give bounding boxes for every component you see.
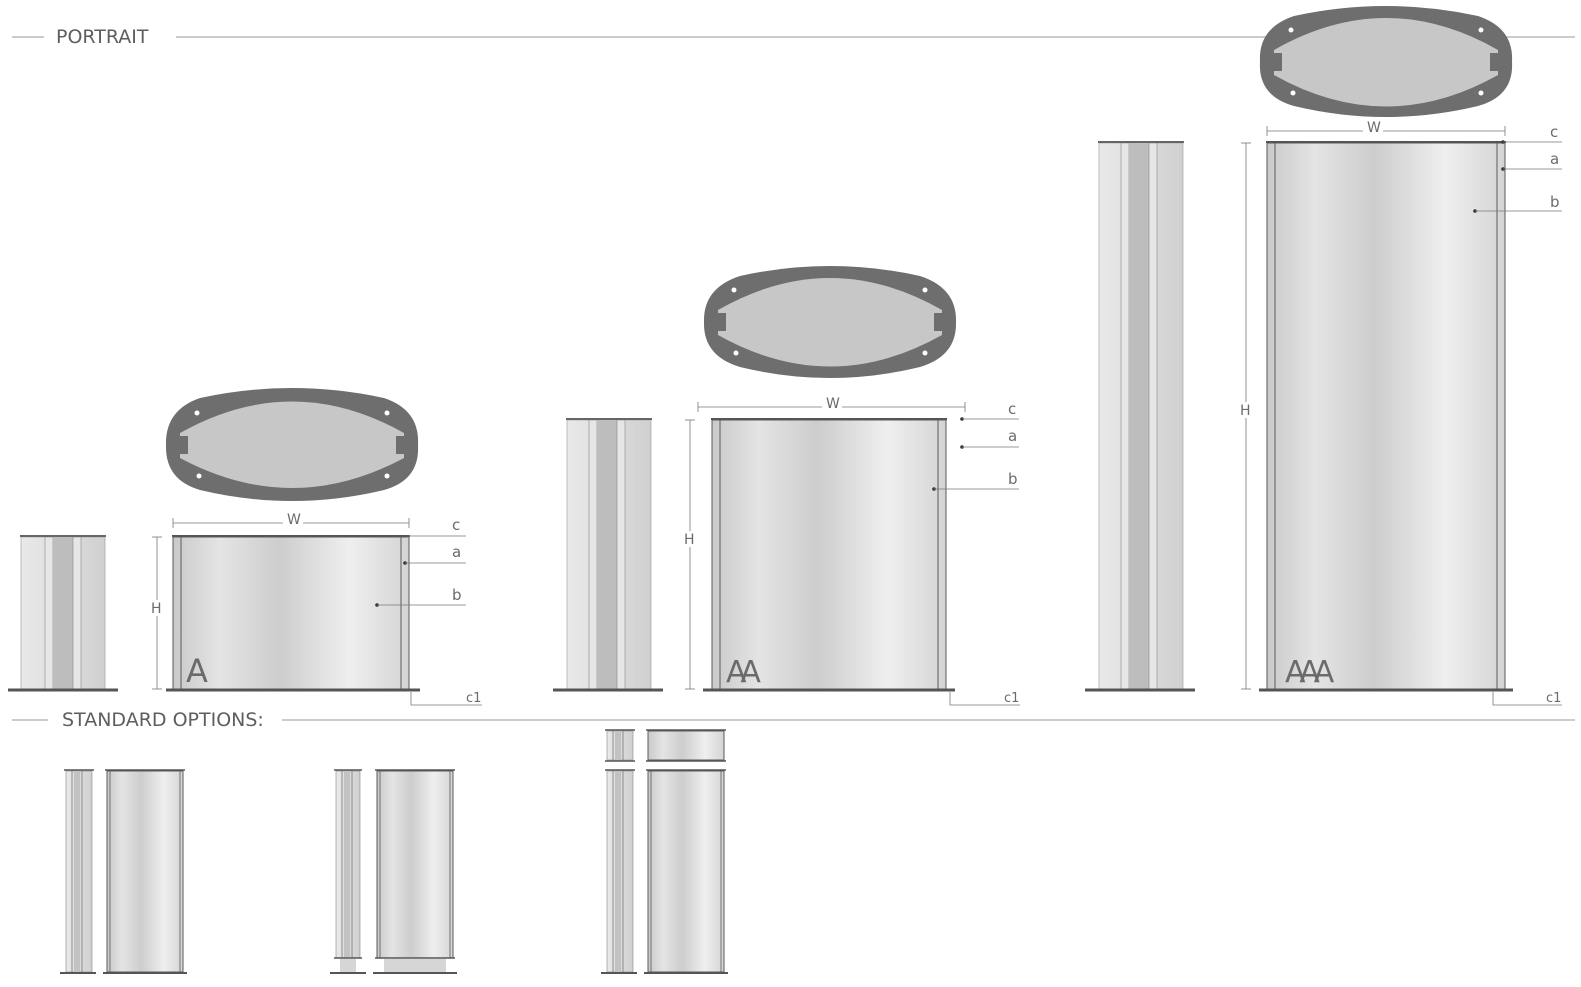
model-aaa-width-label: W	[1367, 120, 1381, 136]
model-aaa-c1-label: c1	[1546, 691, 1561, 706]
portrait-title: PORTRAIT	[56, 26, 149, 48]
model-a-dimensions: W H c a b c1	[149, 512, 482, 706]
model-a-top-view	[165, 388, 419, 501]
model-aaa-b-label: b	[1550, 193, 1560, 211]
model-aaa-a-label: a	[1550, 150, 1559, 168]
model-aaa-dimensions: W H c a b c1	[1238, 120, 1562, 706]
model-aa-width-label: W	[826, 396, 840, 412]
model-aa-c1-label: c1	[1004, 691, 1019, 706]
model-aaa-top-view	[1259, 6, 1513, 117]
model-aaa-c-label: c	[1550, 123, 1558, 141]
model-aa-c-label: c	[1008, 400, 1016, 418]
model-a-c-label: c	[452, 516, 460, 534]
model-aaa-front-view: AAA	[1259, 141, 1513, 692]
model-aa-a-label: a	[1008, 427, 1017, 445]
model-aaa-side-view	[1085, 141, 1195, 692]
standard-options-section-header: STANDARD OPTIONS:	[12, 709, 1575, 731]
model-aa-height-label: H	[684, 532, 695, 548]
model-aa-dimensions: W H c a b c1	[682, 396, 1020, 706]
model-a-b-label: b	[452, 586, 462, 604]
model-a-a-label: a	[452, 543, 461, 561]
model-a-side-view	[8, 535, 118, 692]
model-a-code: A	[186, 652, 208, 690]
model-a-c1-label: c1	[466, 691, 481, 706]
model-aaa-height-label: H	[1240, 403, 1251, 419]
model-aa-side-view	[553, 418, 663, 692]
model-a-front-view: A	[166, 535, 420, 692]
model-aa-front-view: AA	[703, 418, 955, 692]
standard-options-title: STANDARD OPTIONS:	[62, 709, 264, 731]
model-a-height-label: H	[151, 601, 162, 617]
option-3	[601, 729, 728, 974]
model-aa-b-label: b	[1008, 470, 1018, 488]
model-aa-top-view	[703, 266, 957, 378]
option-1	[60, 769, 187, 974]
option-2	[330, 769, 457, 974]
model-a-width-label: W	[287, 512, 301, 528]
